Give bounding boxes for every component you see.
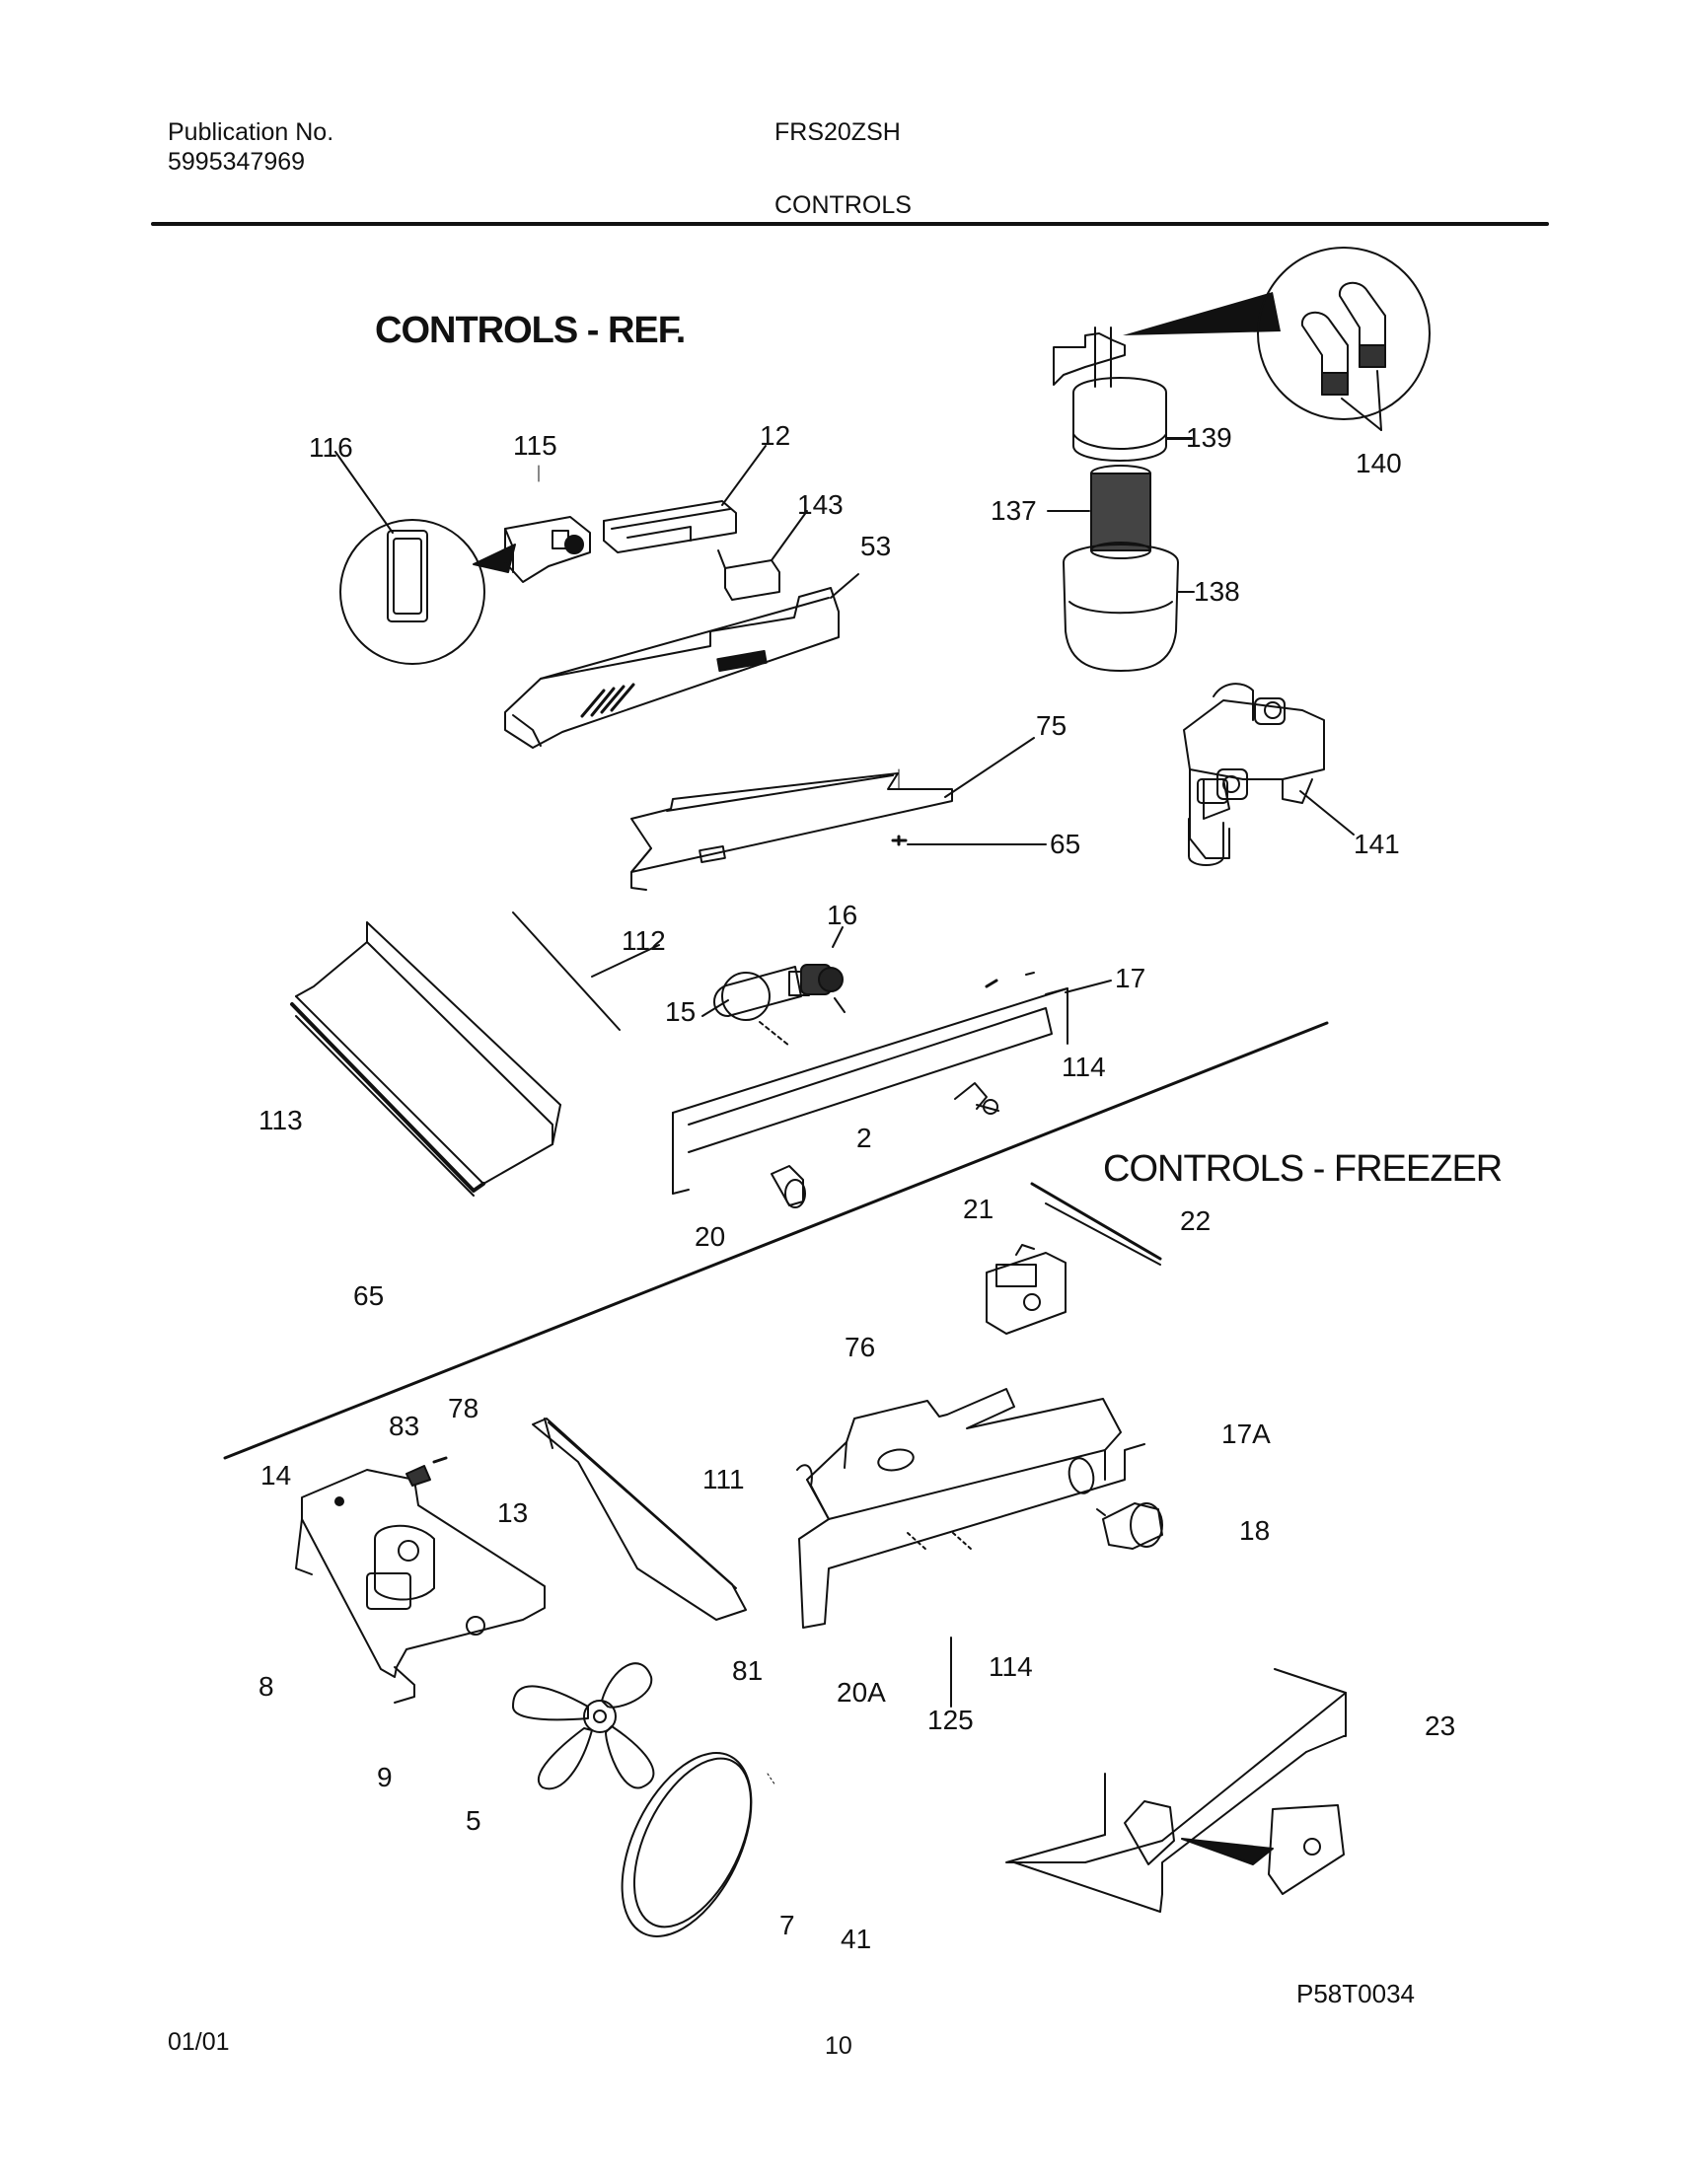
section-divider [225,1023,1327,1458]
knob-detail-callout [335,452,539,664]
part-label: 111 [702,1464,745,1494]
part-label: 18 [1239,1515,1271,1546]
part-label: 116 [309,432,353,463]
publication-label: Publication No. [168,118,334,146]
water-valve-part [1184,684,1354,865]
fittings-detail-callout [1258,248,1430,430]
bulb-part [702,967,809,1020]
part-label: 81 [732,1655,764,1686]
part-label: 41 [841,1924,872,1954]
dial-knob-part [772,1166,805,1207]
water-filter-assembly [1048,292,1281,671]
part-label: 22 [1180,1205,1212,1236]
part-label: 83 [389,1411,420,1441]
part-label: 65 [353,1280,385,1311]
lamp-socket-part [760,927,845,1046]
light-shield-part [673,973,1111,1194]
part-label: 138 [1194,576,1240,607]
part-label: 17A [1221,1419,1271,1449]
part-label: 53 [860,531,892,561]
freezer-control-housing-part [797,1389,1144,1628]
part-label: 17 [1115,963,1146,993]
part-label: 15 [665,996,697,1027]
part-label: 125 [927,1705,974,1735]
part-label: 112 [622,925,666,956]
part-label: 5 [466,1805,481,1836]
clip-and-screw-parts [406,1458,446,1486]
page-number: 10 [825,2032,852,2060]
part-label: 114 [1062,1052,1106,1082]
part-label: 75 [1036,710,1067,741]
screw-part [893,769,1046,844]
footer-date: 01/01 [168,2028,230,2056]
part-label: 139 [1186,422,1232,453]
mounting-plate-part [631,738,1034,890]
part-label: 137 [991,495,1037,526]
freezer-section-title: CONTROLS - FREEZER [1103,1148,1503,1190]
ref-section-title: CONTROLS - REF. [375,310,686,351]
publication-number: 5995347969 [168,148,306,176]
part-label: 65 [1050,829,1081,859]
brace-part [533,1419,746,1620]
trim-part [292,922,560,1196]
cover-panel-part [1006,1669,1346,1912]
part-label: 9 [377,1762,393,1792]
thermostat-part [987,1245,1066,1334]
section-title: CONTROLS [774,191,912,219]
part-label: 76 [845,1332,876,1362]
figure-id: P58T0034 [1296,1979,1415,2008]
fan-blade-part [513,1663,653,1788]
part-label: 21 [963,1194,994,1224]
sensor-wire-part [1032,1184,1160,1259]
part-label: 23 [1425,1711,1456,1741]
part-label: 13 [497,1497,529,1528]
part-label: 78 [448,1393,479,1423]
part-label: 143 [797,489,844,520]
fan-shroud-ring-part [596,1732,778,1956]
part-label: 14 [260,1460,292,1491]
freezer-knob-part [1097,1503,1162,1549]
part-label: 7 [779,1910,795,1940]
part-label: 12 [760,420,791,451]
control-housing-part [505,574,858,748]
knob-housing-part [505,517,590,582]
part-label: 115 [513,430,557,461]
lamp-holder-part [955,1083,998,1114]
part-label: 16 [827,900,858,930]
part-label: 113 [258,1105,303,1135]
part-label: 114 [989,1651,1033,1682]
part-label: 140 [1356,448,1402,478]
part-label: 2 [856,1123,872,1153]
clip-part [718,511,807,600]
part-label: 20 [695,1221,726,1252]
part-label: 20A [837,1677,886,1708]
control-bar-part [604,446,766,552]
model-number: FRS20ZSH [774,118,901,146]
part-label: 141 [1354,829,1400,859]
rod-part [513,912,620,1030]
part-label: 8 [258,1671,274,1702]
